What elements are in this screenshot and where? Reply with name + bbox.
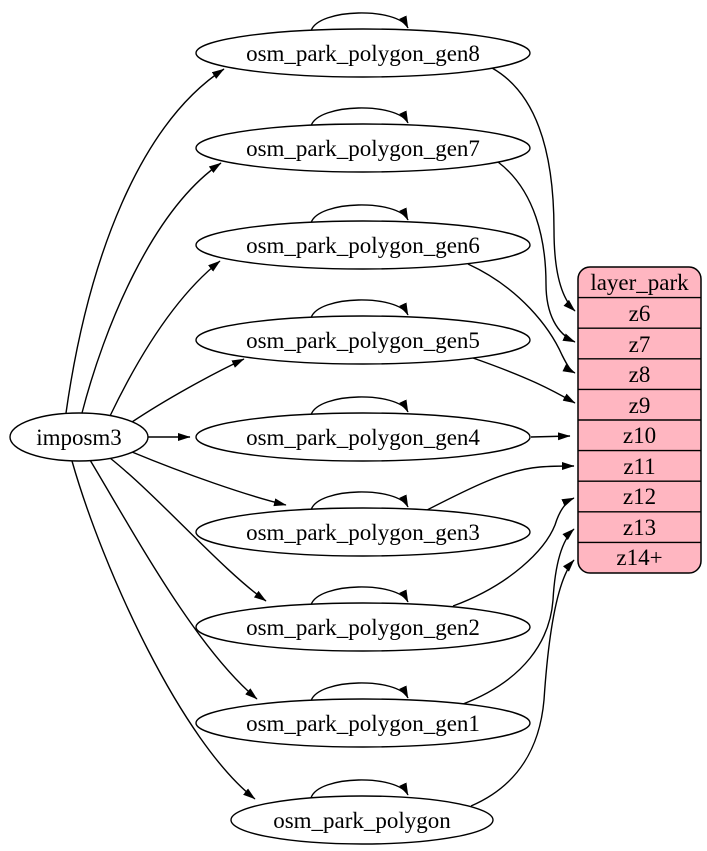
node-osm-park-polygon-gen2: osm_park_polygon_gen2	[195, 602, 531, 652]
self-loop-gen6	[310, 204, 409, 224]
node-imposm3: imposm3	[9, 412, 149, 462]
edge-gen7-to-z7	[497, 161, 576, 343]
edge-gen4-to-z10	[530, 432, 571, 441]
gen6-ellipse	[195, 220, 531, 270]
edge-imposm3-to-gen8	[65, 68, 225, 414]
node-osm-park-polygon-gen1: osm_park_polygon_gen1	[195, 698, 531, 748]
edges-from-source	[65, 68, 287, 800]
gen3-label: osm_park_polygon_gen3	[246, 520, 480, 545]
gen7-ellipse	[195, 123, 531, 173]
row-z10: z10	[623, 423, 656, 448]
gen5-ellipse	[195, 315, 531, 365]
row-z9: z9	[629, 393, 651, 418]
imposm3-ellipse	[9, 412, 149, 462]
self-loop-gen8	[310, 12, 409, 32]
self-loop-osm-park-polygon	[310, 779, 409, 799]
self-loop-edges	[310, 12, 409, 799]
gen5-label: osm_park_polygon_gen5	[246, 328, 480, 353]
node-osm-park-polygon-gen4: osm_park_polygon_gen4	[195, 412, 531, 462]
edge-gen5-to-z9	[472, 357, 576, 404]
self-loop-gen2	[310, 586, 409, 606]
row-z11: z11	[623, 454, 655, 479]
gen7-label: osm_park_polygon_gen7	[246, 136, 480, 161]
osm-park-polygon-label: osm_park_polygon	[273, 808, 451, 833]
edge-imposm3-to-gen1	[89, 459, 258, 700]
gen6-label: osm_park_polygon_gen6	[246, 233, 480, 258]
self-loop-gen7	[310, 107, 409, 127]
row-z6: z6	[629, 301, 651, 326]
self-loop-gen1	[310, 682, 409, 702]
self-loop-gen3	[310, 491, 409, 511]
gen3-ellipse	[195, 507, 531, 557]
edge-gen3-to-z11	[426, 462, 575, 511]
layer-park-table: layer_park z6 z7 z8 z9 z10 z11 z12 z13 z…	[577, 266, 702, 574]
gen8-ellipse	[195, 28, 531, 78]
edge-gen1-to-z13	[462, 528, 575, 705]
node-osm-park-polygon-gen8: osm_park_polygon_gen8	[195, 28, 531, 78]
gen8-label: osm_park_polygon_gen8	[246, 41, 480, 66]
layer-park-title: layer_park	[590, 270, 689, 295]
row-z12: z12	[623, 484, 656, 509]
edge-gen8-to-z6	[491, 67, 576, 312]
self-loop-gen4	[310, 396, 409, 416]
node-osm-park-polygon-gen3: osm_park_polygon_gen3	[195, 507, 531, 557]
edge-osm-park-polygon-to-z14plus	[470, 559, 575, 807]
edge-imposm3-to-gen3	[131, 451, 287, 507]
edges-to-layer	[426, 67, 576, 807]
gen4-ellipse	[195, 412, 531, 462]
gen1-label: osm_park_polygon_gen1	[246, 711, 480, 736]
row-z7: z7	[629, 332, 651, 357]
edge-imposm3-to-gen5	[131, 358, 245, 423]
node-osm-park-polygon-gen5: osm_park_polygon_gen5	[195, 315, 531, 365]
edge-gen2-to-z12	[452, 497, 575, 607]
gen2-label: osm_park_polygon_gen2	[246, 615, 480, 640]
node-osm-park-polygon-gen6: osm_park_polygon_gen6	[195, 220, 531, 270]
row-z14plus: z14+	[616, 545, 662, 570]
edge-imposm3-to-osm-park-polygon	[71, 460, 256, 800]
gen4-label: osm_park_polygon_gen4	[246, 425, 480, 450]
gen1-ellipse	[195, 698, 531, 748]
edge-gen6-to-z8	[467, 263, 576, 374]
edge-imposm3-to-gen6	[109, 260, 221, 417]
row-z8: z8	[629, 362, 651, 387]
self-loop-gen5	[310, 299, 409, 319]
imposm3-label: imposm3	[36, 425, 122, 450]
edge-imposm3-to-gen7	[81, 162, 222, 414]
node-osm-park-polygon: osm_park_polygon	[230, 795, 494, 845]
gen2-ellipse	[195, 602, 531, 652]
osm-park-polygon-ellipse	[230, 795, 494, 845]
node-osm-park-polygon-gen7: osm_park_polygon_gen7	[195, 123, 531, 173]
row-z13: z13	[623, 515, 656, 540]
edge-imposm3-to-gen2	[109, 457, 267, 602]
